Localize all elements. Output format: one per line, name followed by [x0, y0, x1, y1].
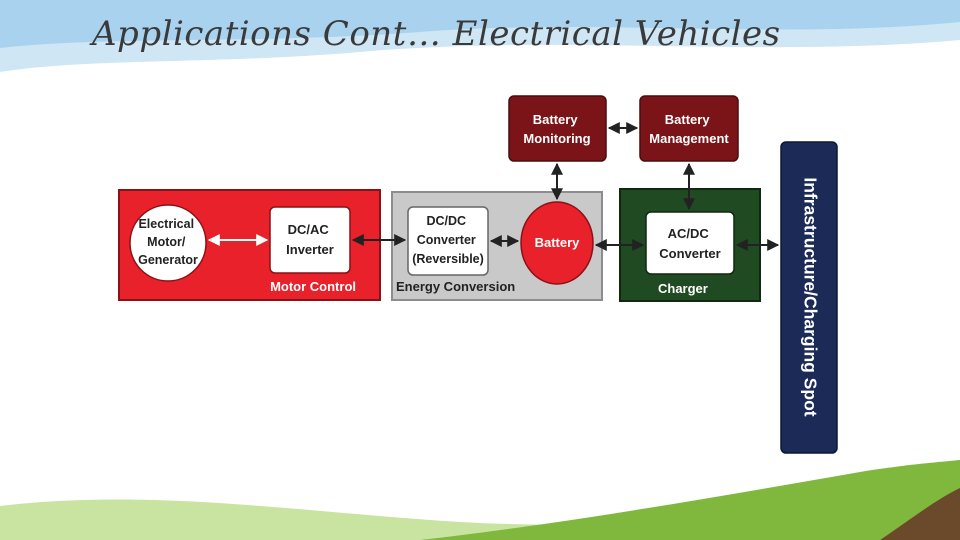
battery-management-line-2: Management: [649, 131, 729, 146]
connectors: [207, 122, 780, 251]
svg-text:Electrical Motor/: Electrical Motor/ Generator: [138, 217, 198, 267]
ac-dc-converter-line-1: AC/DC: [668, 226, 710, 241]
dc-dc-converter-line-1: DC/DC: [426, 214, 466, 228]
energy-conversion-label: Energy Conversion: [396, 279, 515, 294]
dc-ac-inverter-line-2: Inverter: [286, 242, 334, 257]
ac-dc-converter-node: AC/DC Converter: [645, 211, 735, 275]
battery-management-node: Battery Management: [639, 95, 739, 162]
infrastructure-charging-spot-node: Infrastructure/Charging Spot: [780, 141, 838, 454]
motor-generator-line-3: Generator: [138, 253, 198, 267]
ac-dc-converter-line-2: Converter: [659, 246, 720, 261]
motor-generator-node: Electrical Motor/ Generator: [129, 204, 207, 282]
battery-management-line-1: Battery: [665, 112, 711, 127]
svg-text:DC/AC Inverter: DC/AC Inverter: [286, 222, 334, 257]
dc-dc-converter-node: DC/DC Converter (Reversible): [407, 206, 489, 276]
svg-text:Battery Management: Battery Management: [649, 112, 729, 146]
motor-generator-line-1: Electrical: [138, 217, 194, 231]
dc-ac-inverter-node: DC/AC Inverter: [269, 206, 351, 274]
battery-monitoring-node: Battery Monitoring: [508, 95, 607, 162]
slide-title: Applications Cont… Electrical Vehicles: [92, 14, 781, 54]
battery-node: Battery: [520, 201, 594, 285]
battery-label: Battery: [535, 235, 581, 250]
motor-generator-line-2: Motor/: [147, 235, 186, 249]
svg-text:DC/DC Converter (R: DC/DC Converter (Reversible): [412, 214, 484, 266]
svg-text:Battery Monitoring: Battery Monitoring: [523, 112, 590, 146]
motor-control-label: Motor Control: [270, 279, 356, 294]
dc-dc-converter-line-3: (Reversible): [412, 252, 484, 266]
dc-dc-converter-line-2: Converter: [417, 233, 476, 247]
battery-monitoring-line-2: Monitoring: [523, 131, 590, 146]
battery-monitoring-line-1: Battery: [533, 112, 579, 127]
charger-label: Charger: [658, 281, 708, 296]
infrastructure-label: Infrastructure/Charging Spot: [800, 177, 820, 416]
svg-text:AC/DC Converter: AC/DC Converter: [659, 226, 720, 261]
dc-ac-inverter-line-1: DC/AC: [288, 222, 330, 237]
